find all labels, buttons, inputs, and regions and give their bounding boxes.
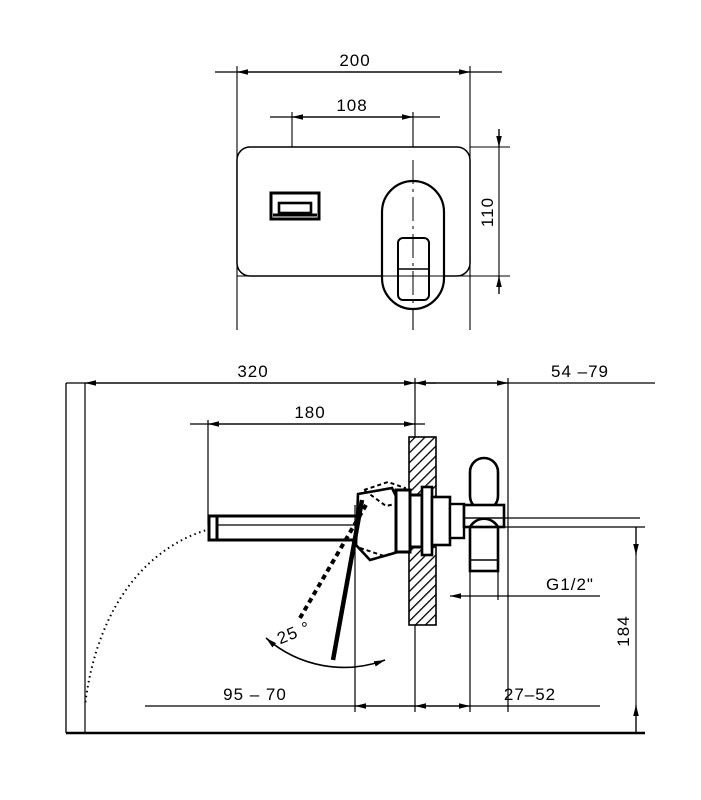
dim-spout-to-handle: 108 (270, 96, 440, 120)
dim-label-27-52: 27–52 (504, 685, 556, 704)
dim-label-95-70: 95 – 70 (223, 685, 287, 704)
dim-label-200: 200 (339, 51, 370, 70)
dim-spout-projection: 180 (190, 403, 425, 427)
dim-inlet-thread: G1/2" (450, 575, 600, 599)
top-view-group: 200 108 (215, 51, 510, 330)
dim-label-108: 108 (336, 96, 367, 115)
valve-body-stack (394, 485, 466, 557)
side-view-group: 320 54 –79 180 (65, 362, 655, 735)
spout-tube (207, 514, 360, 542)
angle-valve-inlet (462, 456, 506, 573)
dim-label-25deg: 25 ° (274, 618, 313, 649)
dim-label-g12: G1/2" (546, 575, 594, 594)
spout-outlet (269, 191, 321, 221)
dim-bottom-group: 95 – 70 27–52 (145, 685, 600, 709)
dim-label-320: 320 (237, 362, 268, 381)
dim-label-184: 184 (614, 615, 633, 646)
dim-overall-height: 184 (504, 526, 645, 733)
water-stream-arc (84, 528, 211, 706)
dim-plate-height: 110 (470, 129, 510, 294)
dim-label-180: 180 (294, 403, 325, 422)
dim-total-projection: 320 (66, 362, 436, 386)
lever-stem-down (330, 499, 365, 661)
angle-arc-25: 25 ° (265, 618, 386, 669)
dim-label-54-79: 54 –79 (551, 362, 609, 381)
dim-wall-depth: 54 –79 (415, 362, 655, 386)
dim-plate-width: 200 (215, 51, 502, 75)
dim-label-110: 110 (478, 197, 497, 227)
